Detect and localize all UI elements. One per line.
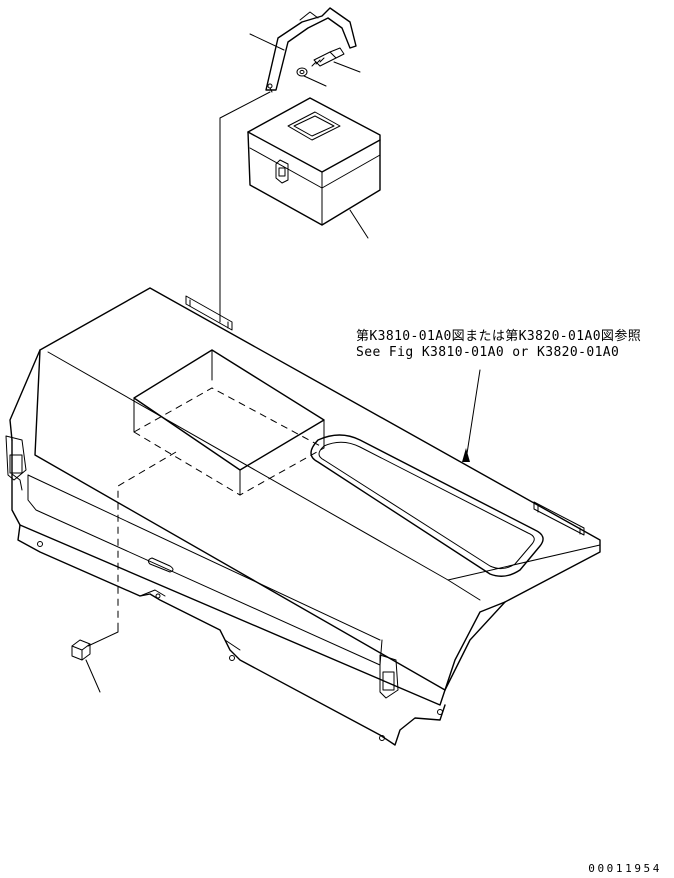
bracket <box>265 7 357 93</box>
nut <box>71 639 91 661</box>
washer <box>296 67 308 77</box>
bolt <box>311 47 345 67</box>
tool-box <box>247 97 381 226</box>
reference-note-jp: 第K3810-01A0図または第K3820-01A0図参照 <box>356 329 642 344</box>
drawing-number: 00011954 <box>588 862 662 875</box>
leader-lines <box>85 33 481 693</box>
reference-note-en: See Fig K3810-01A0 or K3820-01A0 <box>356 345 620 360</box>
reference-note: 第K3810-01A0図または第K3820-01A0図参照 See Fig K3… <box>356 329 641 361</box>
assembly-lines <box>87 91 271 647</box>
cover-panel <box>5 287 601 746</box>
